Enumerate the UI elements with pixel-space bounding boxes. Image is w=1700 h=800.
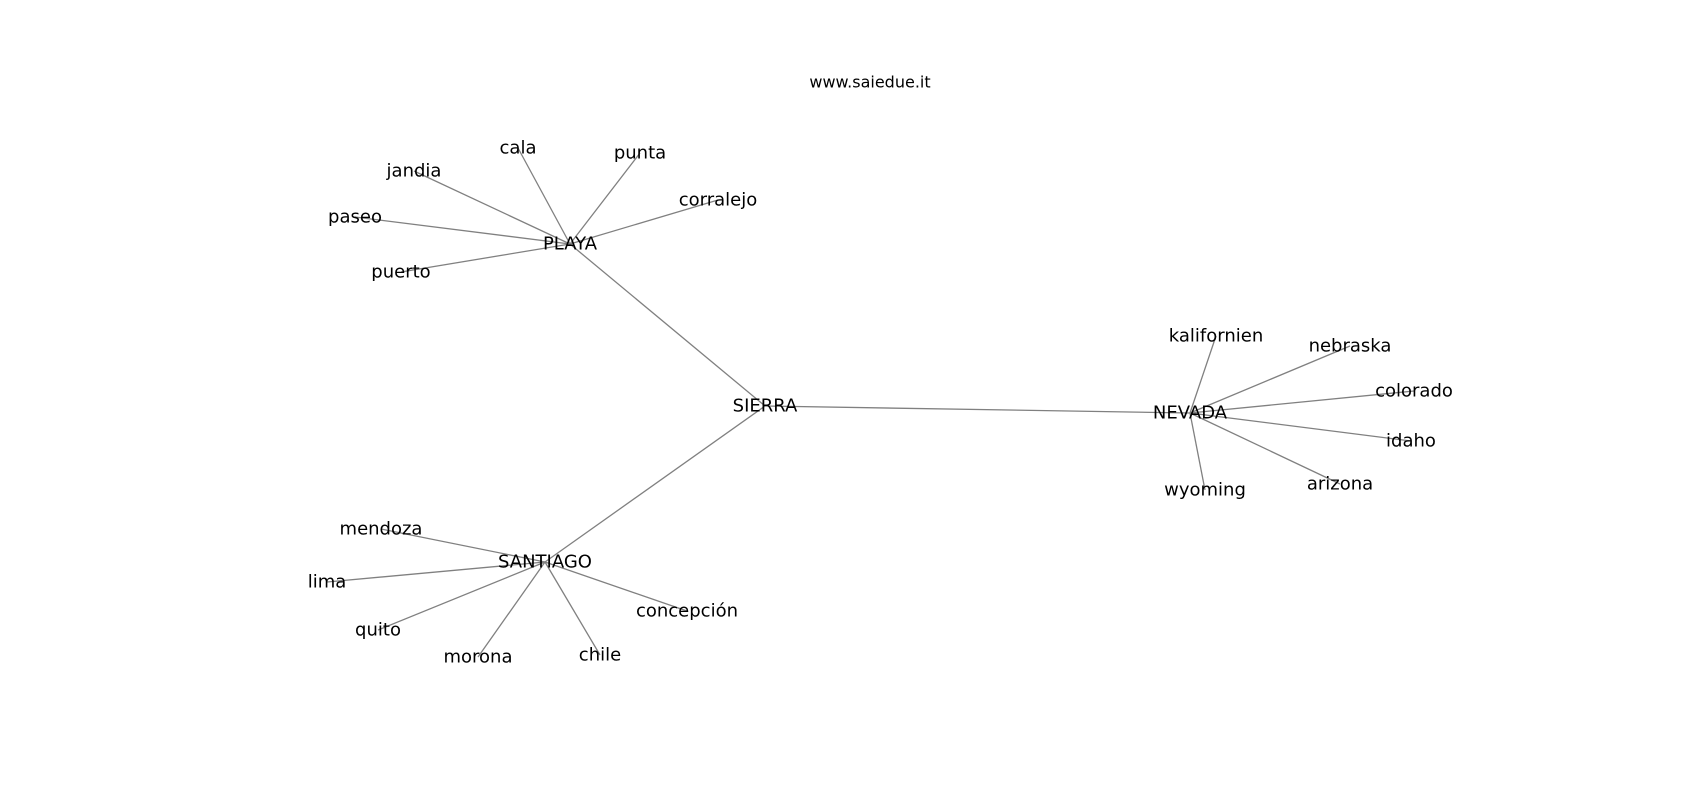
edge-sierra-playa — [569, 243, 766, 407]
leaf-node-mendoza: mendoza — [340, 519, 423, 540]
edge-nevada-kalifornien — [1189, 335, 1217, 414]
label-layer: www.saiedue.it SIERRA PLAYA cala punta jandi… — [308, 73, 1453, 668]
leaf-node-morona: morona — [443, 647, 512, 668]
leaf-node-concepcion: concepción — [636, 601, 738, 622]
edge-nevada-idaho — [1189, 412, 1412, 442]
leaf-node-wyoming: wyoming — [1164, 480, 1246, 501]
leaf-node-arizona: arizona — [1307, 474, 1373, 495]
hub-node-santiago: SANTIAGO — [498, 552, 592, 573]
leaf-node-cala: cala — [500, 138, 537, 159]
leaf-node-jandia: jandia — [386, 161, 442, 182]
edge-sierra-nevada — [764, 405, 1191, 414]
edge-santiago-morona — [477, 561, 546, 658]
edge-playa-paseo — [354, 216, 571, 245]
edge-santiago-chile — [544, 561, 601, 656]
edge-playa-punta — [569, 152, 641, 245]
leaf-node-idaho: idaho — [1386, 431, 1436, 452]
edge-santiago-concepcion — [544, 561, 688, 612]
leaf-node-kalifornien: kalifornien — [1169, 326, 1263, 347]
edge-playa-jandia — [413, 170, 571, 245]
edge-playa-cala — [517, 147, 571, 245]
edge-santiago-mendoza — [380, 528, 546, 563]
root-node-sierra: SIERRA — [733, 396, 798, 417]
edge-santiago-lima — [326, 561, 546, 583]
leaf-node-colorado: colorado — [1375, 381, 1453, 402]
hub-node-playa: PLAYA — [543, 234, 598, 255]
leaf-node-chile: chile — [579, 645, 621, 666]
hub-node-nevada: NEVADA — [1153, 403, 1228, 424]
edge-playa-corralejo — [569, 199, 719, 245]
leaf-node-nebraska: nebraska — [1309, 336, 1392, 357]
edge-nevada-nebraska — [1189, 345, 1351, 414]
edge-nevada-arizona — [1189, 412, 1341, 485]
leaf-node-corralejo: corralejo — [679, 190, 758, 211]
edge-layer — [326, 147, 1415, 658]
edge-sierra-santiago — [544, 405, 766, 563]
leaf-node-quito: quito — [355, 620, 401, 641]
edge-santiago-quito — [377, 561, 546, 631]
leaf-node-paseo: paseo — [328, 207, 382, 228]
leaf-node-puerto: puerto — [371, 262, 430, 283]
site-url: www.saiedue.it — [809, 73, 930, 92]
edge-nevada-colorado — [1189, 390, 1415, 414]
edge-nevada-wyoming — [1189, 412, 1206, 491]
leaf-node-lima: lima — [308, 572, 347, 593]
edge-playa-puerto — [400, 243, 571, 273]
leaf-node-punta: punta — [614, 143, 666, 164]
